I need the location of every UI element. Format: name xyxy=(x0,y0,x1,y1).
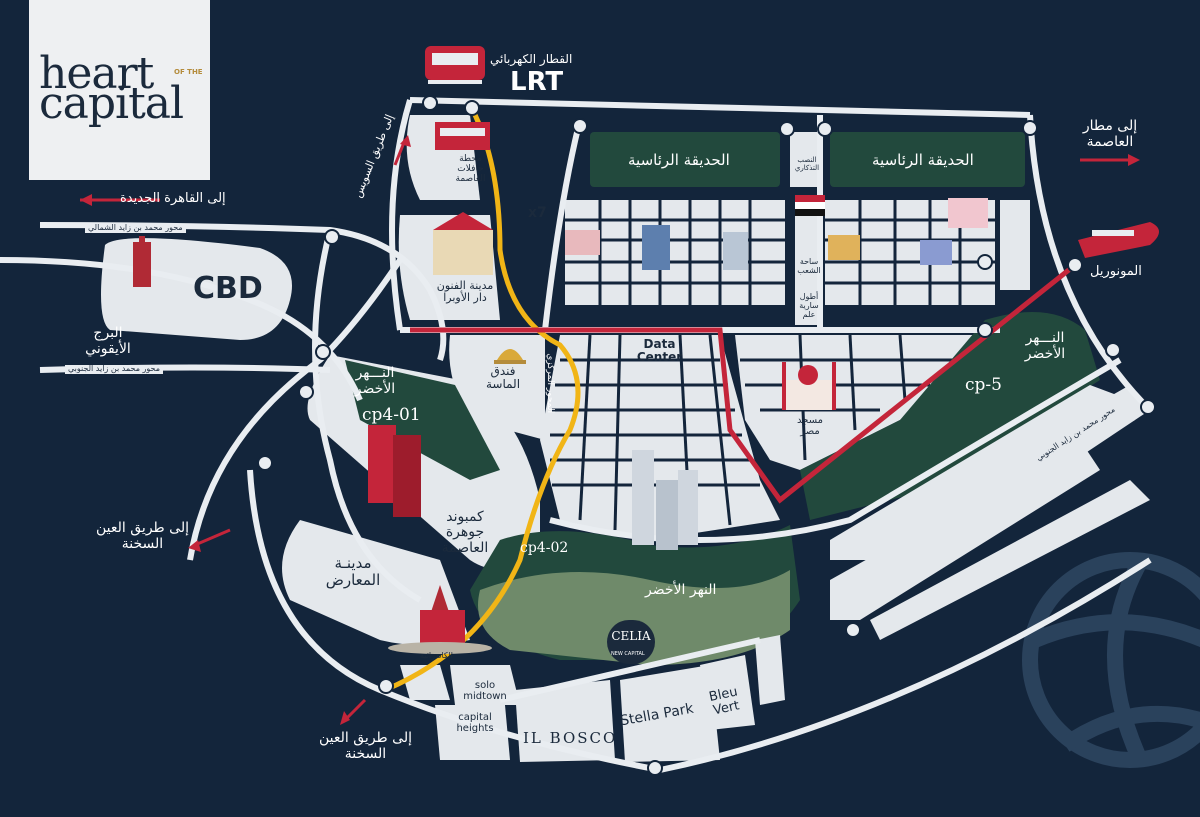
iconic-tower-label: البرج الأيقوني xyxy=(85,325,131,358)
cp4-01-label: cp4-01 xyxy=(362,405,421,425)
solo-midtown-label: solo midtown xyxy=(463,680,507,702)
data-center-label: Data Center xyxy=(636,337,683,365)
jawhara-label: كمبوند جوهرة العاصمة xyxy=(441,509,489,556)
memorial-strip xyxy=(790,132,820,187)
presidential-park-label-right: الحديقة الرئاسية xyxy=(872,151,974,169)
direction-arrows xyxy=(80,139,1130,722)
hotel-bell-icon xyxy=(494,349,526,364)
logo-of-the: OF THE xyxy=(174,68,203,76)
green-river-left xyxy=(345,360,500,480)
misr-mosque-label: مسجد مصر xyxy=(797,415,823,437)
flag-pole-label: أطول سارية علم xyxy=(799,292,819,319)
celia-sub-label: NEW CAPITAL xyxy=(611,651,645,657)
lrt-line xyxy=(384,103,581,693)
cbd-label: CBD xyxy=(193,271,263,306)
lrt-label: LRT xyxy=(510,67,564,97)
people-square-label: ساحة الشعب xyxy=(797,257,821,275)
presidential-park-left xyxy=(590,132,780,187)
cp5-zone xyxy=(800,312,1100,520)
logo-capital: capital xyxy=(39,78,184,129)
memorial-label: النصب التذكاري xyxy=(794,156,820,172)
monorail-train-icon xyxy=(1078,222,1159,258)
jawhara-towers-icon xyxy=(368,425,421,517)
road-central-axis: المحور المركزي xyxy=(545,353,556,414)
egypt-flag-icon xyxy=(795,195,825,216)
junction-dots xyxy=(257,95,1156,776)
capital-heights-label: capital heights xyxy=(456,712,494,734)
right-strips xyxy=(830,385,1150,640)
green-river-right-label: النـــهر الأخضر xyxy=(1024,330,1066,363)
celia-logo: CELIA xyxy=(607,620,655,664)
bus-station-icon xyxy=(435,122,490,150)
lrt-arabic-label: القطار الكهربائي xyxy=(490,52,573,66)
cathedral-label: الكاتدرائية xyxy=(420,651,453,660)
road-mbz-north: محور محمد بن زايد الشمالي xyxy=(85,223,186,233)
opera-label: مدينة الفنون دار الأوبرا xyxy=(436,279,494,305)
logo-heart: heart xyxy=(39,48,154,99)
road-network xyxy=(0,97,1153,774)
globe-icon xyxy=(1022,552,1200,768)
almasa-label: فندق الماسة xyxy=(485,364,521,392)
green-river-center-label: النهر الأخضر xyxy=(645,582,717,598)
direction-airport: إلى مطار العاصمة xyxy=(1082,118,1138,151)
celia-area xyxy=(478,570,790,665)
government-buildings-icon xyxy=(565,198,988,270)
presidential-park-label-left: الحديقة الرئاسية xyxy=(628,151,730,169)
celia-label: CELIA xyxy=(611,629,651,643)
direction-cairo: إلى القاهرة الجديدة xyxy=(120,191,226,206)
cathedral-icon xyxy=(388,585,492,654)
presidential-park-right xyxy=(830,132,1025,187)
mosque-icon xyxy=(782,362,836,410)
direction-sokhna-left: إلى طريق العين السخنة xyxy=(96,520,189,553)
green-river-left-label: النـــهر الأخضر xyxy=(354,365,396,398)
opera-icon xyxy=(433,212,493,275)
monorail-label: المونوريل xyxy=(1090,264,1142,279)
bus-station-label: محطة حافلات العاصمة xyxy=(455,154,486,184)
monorail-line xyxy=(410,263,1077,504)
lrt-train-icon xyxy=(425,46,485,84)
il-bosco-label: IL BOSCO xyxy=(523,729,618,747)
road-mbz-south: محور محمد بن زايد الجنوبي xyxy=(65,364,163,374)
logo: heart OF THE capital xyxy=(29,0,210,180)
direction-sokhna-bottom: إلى طريق العين السخنة xyxy=(319,730,412,763)
exhibitions-label: مدينـة المعارض xyxy=(325,554,381,589)
iconic-tower-icon xyxy=(133,236,151,287)
central-towers-icon xyxy=(632,450,698,550)
cp4-02-label: cp4-02 xyxy=(520,540,569,556)
x7-label: x7 xyxy=(528,205,547,221)
cp5-label: cp-5 xyxy=(965,375,1002,395)
